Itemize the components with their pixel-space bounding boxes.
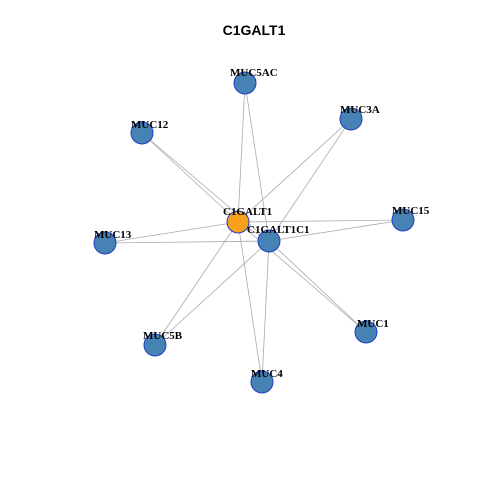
edge-c1galt1c1-muc3a [268, 118, 352, 242]
node-muc5ac[interactable] [233, 71, 257, 95]
node-muc1[interactable] [354, 320, 378, 344]
node-label-muc3a: MUC3A [340, 104, 380, 116]
edge-c1galt1-muc15 [237, 219, 404, 223]
edge-c1galt1c1-muc13 [104, 240, 270, 244]
node-muc3a[interactable] [339, 107, 363, 131]
node-label-muc1: MUC1 [357, 318, 389, 330]
node-muc12[interactable] [130, 121, 154, 145]
node-c1galt1c1[interactable] [257, 229, 281, 253]
node-muc15[interactable] [391, 208, 415, 232]
node-label-muc4: MUC4 [251, 368, 283, 380]
node-label-c1galt1c1: C1GALT1C1 [247, 224, 310, 236]
nodes-layer [93, 71, 415, 394]
node-label-c1galt1: C1GALT1 [223, 206, 272, 218]
node-label-muc5ac: MUC5AC [230, 67, 278, 79]
node-label-muc12: MUC12 [131, 119, 169, 131]
node-label-muc13: MUC13 [94, 229, 132, 241]
edge-c1galt1c1-muc4 [261, 240, 270, 383]
edge-c1galt1c1-muc5b [154, 240, 270, 346]
edge-c1galt1-muc1 [237, 221, 367, 333]
edge-c1galt1c1-muc15 [268, 219, 404, 242]
edge-c1galt1-muc12 [141, 132, 239, 223]
node-muc5b[interactable] [143, 333, 167, 357]
node-muc4[interactable] [250, 370, 274, 394]
edge-c1galt1-muc5b [154, 221, 239, 346]
node-muc13[interactable] [93, 231, 117, 255]
edge-c1galt1c1-muc5ac [244, 82, 270, 242]
edge-c1galt1-muc3a [237, 118, 352, 223]
edge-c1galt1-muc13 [104, 221, 239, 244]
node-c1galt1[interactable] [226, 210, 250, 234]
graph-title: C1GALT1 [223, 22, 286, 38]
node-label-muc15: MUC15 [392, 205, 430, 217]
edge-c1galt1-muc4 [237, 221, 263, 383]
node-label-muc5b: MUC5B [143, 330, 183, 342]
edge-c1galt1c1-muc1 [268, 240, 367, 333]
edge-c1galt1-muc5ac [237, 82, 246, 223]
